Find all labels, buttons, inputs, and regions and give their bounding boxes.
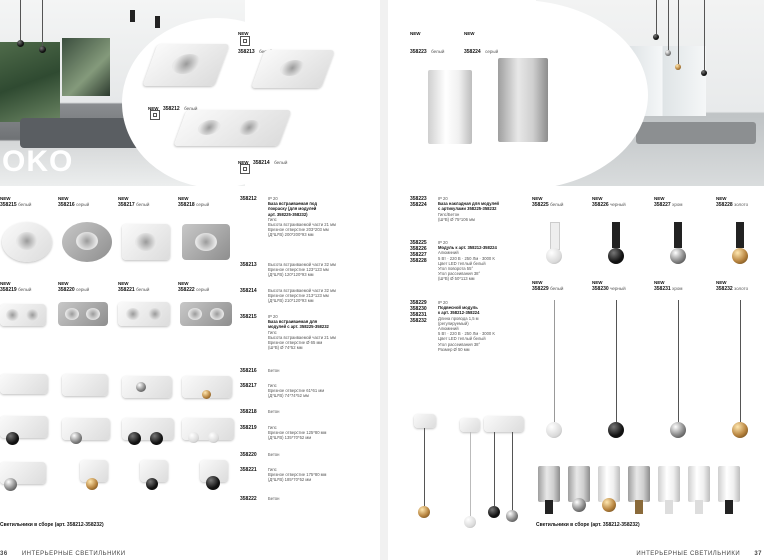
product-358221	[118, 302, 170, 326]
pendant-lamp	[675, 64, 681, 70]
page-number: 36	[0, 551, 8, 557]
product-358218	[182, 224, 230, 260]
product-358215	[2, 222, 52, 262]
product-358213	[251, 50, 335, 88]
pendant-lamp	[17, 40, 24, 47]
pendant-lamp	[39, 46, 46, 53]
left-page: OKO NEW 358213 белый NEW 358212 белый NE…	[0, 0, 380, 560]
assembled-caption-left: Светильники в сборе (арт. 358212-358232)	[0, 522, 104, 528]
product-358222	[180, 302, 232, 326]
product-358220	[58, 302, 108, 326]
recessed-icon	[150, 110, 160, 120]
product-358216	[62, 222, 112, 262]
hero-item-358214: NEW 358214 белый	[238, 160, 288, 166]
spine-gutter	[380, 0, 388, 560]
product-358219	[0, 304, 46, 326]
footer-title: ИНТЕРЬЕРНЫЕ СВЕТИЛЬНИКИ	[636, 551, 741, 557]
painting	[62, 38, 110, 96]
recessed-icon	[240, 164, 250, 174]
sofa	[636, 122, 756, 144]
product-358214	[173, 110, 292, 146]
page-number: 37	[754, 551, 762, 557]
footer-left: 36 ИНТЕРЬЕРНЫЕ СВЕТИЛЬНИКИ	[0, 551, 126, 557]
hero-item-358223: NEW 358223 белый	[410, 31, 445, 55]
footer-right: ИНТЕРЬЕРНЫЕ СВЕТИЛЬНИКИ 37	[636, 551, 762, 557]
spot-lamp	[155, 16, 160, 28]
right-page: NEW 358223 белый NEW 358224 серый 358223…	[388, 0, 764, 560]
hero-item-358212: NEW 358212 белый	[148, 106, 198, 112]
pendant-lamp	[701, 70, 707, 76]
brand-title: OKO	[2, 145, 74, 178]
product-358217	[122, 224, 170, 260]
footer-title: ИНТЕРЬЕРНЫЕ СВЕТИЛЬНИКИ	[21, 551, 126, 557]
recessed-icon	[240, 36, 250, 46]
product-358224	[498, 58, 548, 142]
window-view	[0, 42, 60, 122]
product-358223	[428, 70, 472, 144]
product-358212	[142, 44, 230, 86]
assembled-caption-right: Светильники в сборе (арт. 358212-358232)	[536, 522, 640, 528]
hero-item-358224: NEW 358224 серый	[464, 31, 499, 55]
pendant-lamp	[665, 50, 671, 56]
spot-lamp	[130, 10, 135, 22]
pendant-lamp	[653, 34, 659, 40]
